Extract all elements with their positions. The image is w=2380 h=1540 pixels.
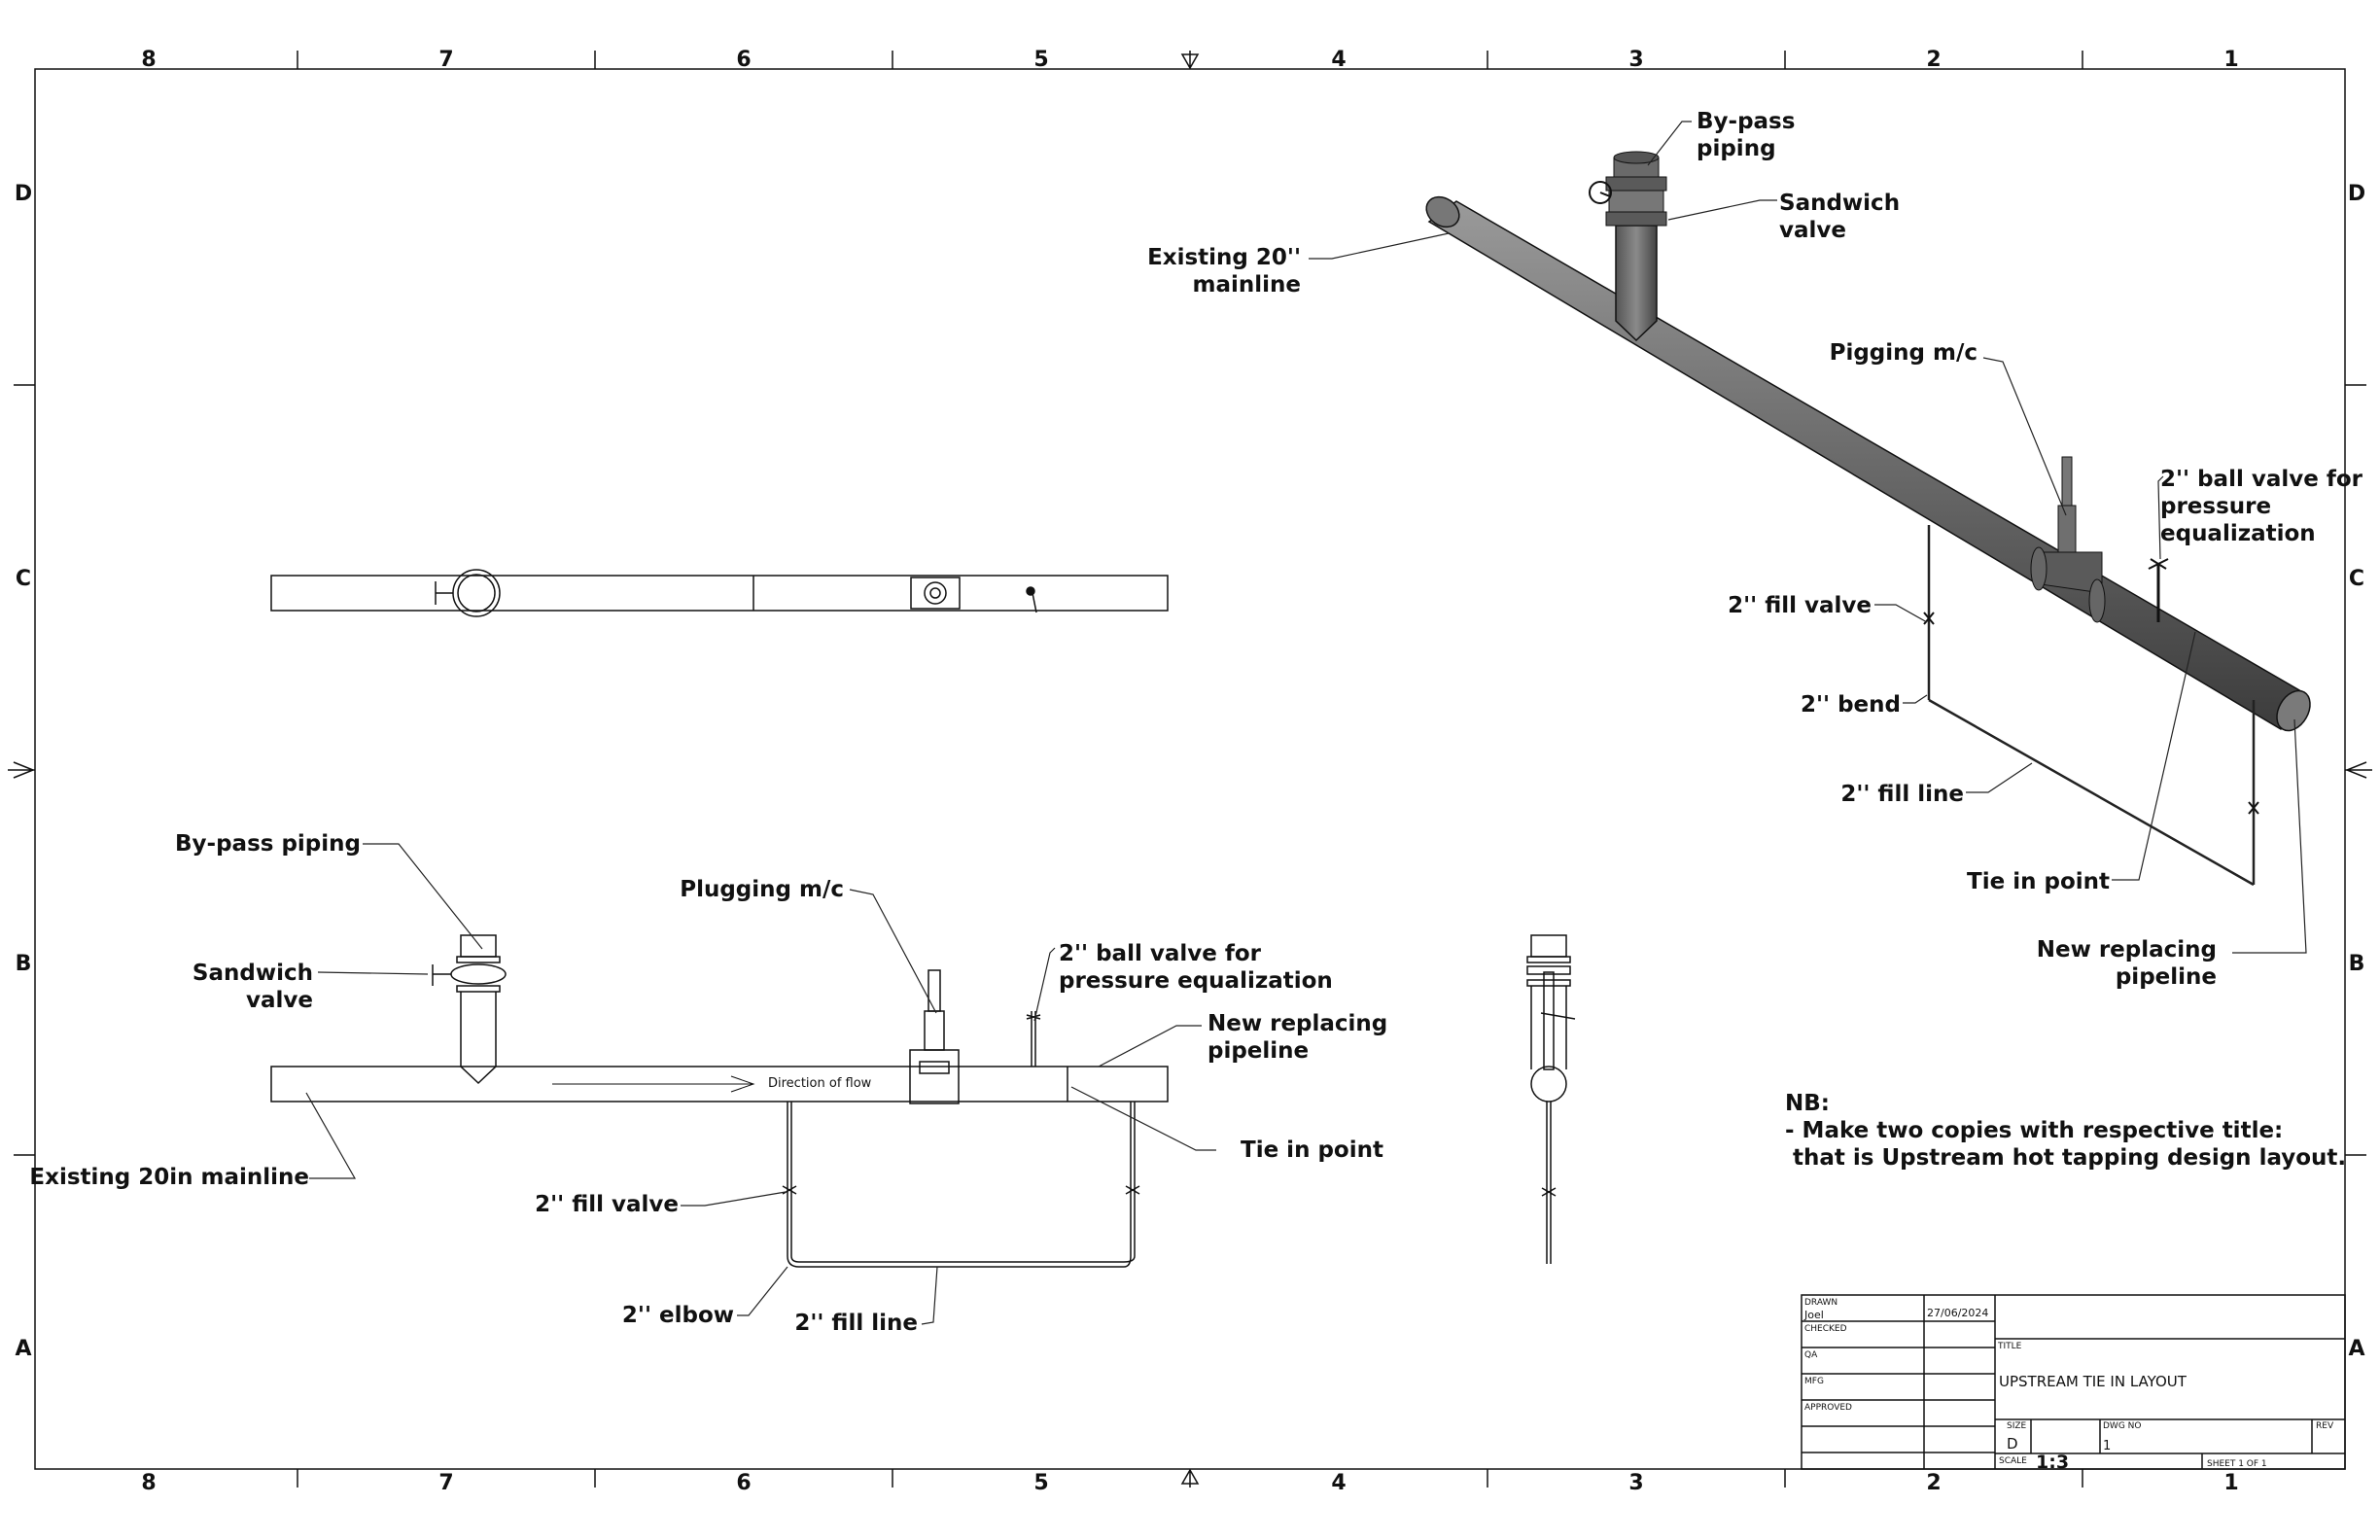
flow-direction-label: Direction of flow: [768, 1076, 872, 1091]
zone-row-b: B: [16, 952, 32, 976]
zone-col-4-bottom: 4: [1331, 1471, 1346, 1495]
zone-col-3-bottom: 3: [1628, 1471, 1643, 1495]
tb-drawn-by: Joel: [1803, 1309, 1824, 1321]
tb-size: D: [2007, 1435, 2018, 1452]
iso-pigging-label: Pigging m/c: [1830, 340, 1978, 366]
label-line: 2'' ball valve for: [2160, 467, 2363, 492]
column-labels-top: 8 7 6 5 4 3 2 1: [141, 48, 2238, 72]
front-view: Direction of flow: [270, 934, 1169, 1268]
label-line: equalization: [2160, 521, 2316, 546]
note-title: NB:: [1785, 1091, 1830, 1116]
zone-row-d-right: D: [2348, 182, 2365, 206]
front-tie-in-label: Tie in point: [1241, 1138, 1383, 1163]
label-line: pressure: [2160, 494, 2271, 519]
iso-fill-valve-label: 2'' fill valve: [1728, 593, 1872, 618]
zone-row-c-right: C: [2349, 567, 2364, 591]
leader-lines: [305, 121, 2307, 1325]
front-mainline-label: Existing 20in mainline: [29, 1165, 309, 1190]
front-fill-valve-label: 2'' fill valve: [535, 1192, 679, 1217]
title-block: DRAWN Joel 27/06/2024 CHECKED QA MFG APP…: [1801, 1294, 2346, 1473]
zone-ticks: [8, 51, 2372, 1488]
label-line: valve: [246, 988, 313, 1013]
label-line: Existing 20'': [1147, 245, 1301, 270]
zone-col-1: 1: [2223, 48, 2238, 72]
label-line: New replacing: [1208, 1011, 1387, 1036]
tb-rev-label: REV: [2316, 1421, 2334, 1431]
tb-qa-label: QA: [1804, 1350, 1818, 1360]
label-line: By-pass: [1697, 109, 1795, 134]
tb-scale-label: SCALE: [1999, 1456, 2027, 1466]
label-line: Sandwich: [192, 961, 313, 986]
zone-col-5-bottom: 5: [1033, 1471, 1048, 1495]
zone-row-d: D: [15, 182, 32, 206]
note-line-1: - Make two copies with respective title:: [1785, 1118, 2283, 1143]
label-line: valve: [1779, 218, 1846, 243]
side-view: [1526, 934, 1576, 1264]
iso-mainline-label: Existing 20''mainline: [1147, 245, 1301, 298]
iso-tie-in-label: Tie in point: [1967, 869, 2110, 894]
front-bypass-label: By-pass piping: [175, 831, 361, 857]
tb-title-label: TITLE: [1997, 1342, 2022, 1351]
label-line: 2'' ball valve for: [1059, 941, 1262, 966]
top-view: [270, 569, 1169, 617]
note-line-2: that is Upstream hot tapping design layo…: [1793, 1145, 2346, 1171]
tb-approved-label: APPROVED: [1804, 1403, 1852, 1413]
zone-row-b-right: B: [2349, 952, 2365, 976]
tb-mfg-label: MFG: [1804, 1377, 1824, 1386]
tb-dwg-no: 1: [2103, 1439, 2111, 1453]
tb-sheet-label: SHEET 1 OF 1: [2207, 1459, 2267, 1469]
tb-dwg-label: DWG NO: [2103, 1421, 2141, 1431]
zone-row-a: A: [15, 1337, 31, 1361]
column-labels-bottom: 8 7 6 5 4 3 2 1: [141, 1471, 2238, 1495]
iso-bend-label: 2'' bend: [1801, 692, 1901, 718]
zone-col-7-bottom: 7: [438, 1471, 453, 1495]
tb-drawn-date: 27/06/2024: [1927, 1307, 1988, 1319]
label-line: mainline: [1193, 272, 1302, 298]
zone-col-2-bottom: 2: [1926, 1471, 1941, 1495]
zone-col-7: 7: [438, 48, 453, 72]
label-line: New replacing: [2037, 937, 2217, 962]
label-line: pressure equalization: [1059, 968, 1333, 994]
front-fill-line-label: 2'' fill line: [794, 1311, 918, 1336]
tb-title: UPSTREAM TIE IN LAYOUT: [1999, 1373, 2188, 1390]
tb-checked-label: CHECKED: [1804, 1324, 1847, 1334]
zone-col-6: 6: [736, 48, 751, 72]
label-line: piping: [1697, 136, 1776, 161]
zone-col-1-bottom: 1: [2223, 1471, 2238, 1495]
isometric-view: [1425, 151, 2311, 887]
tb-size-label: SIZE: [2007, 1421, 2027, 1431]
zone-row-c: C: [16, 567, 31, 591]
row-labels: D C B A D C B A: [15, 182, 2365, 1361]
zone-col-8-bottom: 8: [141, 1471, 156, 1495]
drawing-border: [34, 68, 2346, 1470]
zone-col-2: 2: [1926, 48, 1941, 72]
label-line: pipeline: [1208, 1038, 1309, 1064]
label-line: pipeline: [2116, 964, 2217, 990]
iso-fill-line-label: 2'' fill line: [1840, 782, 1964, 807]
front-plugging-label: Plugging m/c: [680, 877, 844, 902]
tb-drawn-label: DRAWN: [1804, 1298, 1838, 1308]
zone-row-a-right: A: [2348, 1337, 2364, 1361]
label-line: Sandwich: [1779, 191, 1900, 216]
zone-col-4: 4: [1331, 48, 1346, 72]
zone-col-3: 3: [1628, 48, 1643, 72]
zone-col-5: 5: [1033, 48, 1048, 72]
zone-col-6-bottom: 6: [736, 1471, 751, 1495]
zone-col-8: 8: [141, 48, 156, 72]
front-elbow-label: 2'' elbow: [622, 1303, 734, 1328]
tb-scale: 1:3: [2036, 1452, 2069, 1473]
